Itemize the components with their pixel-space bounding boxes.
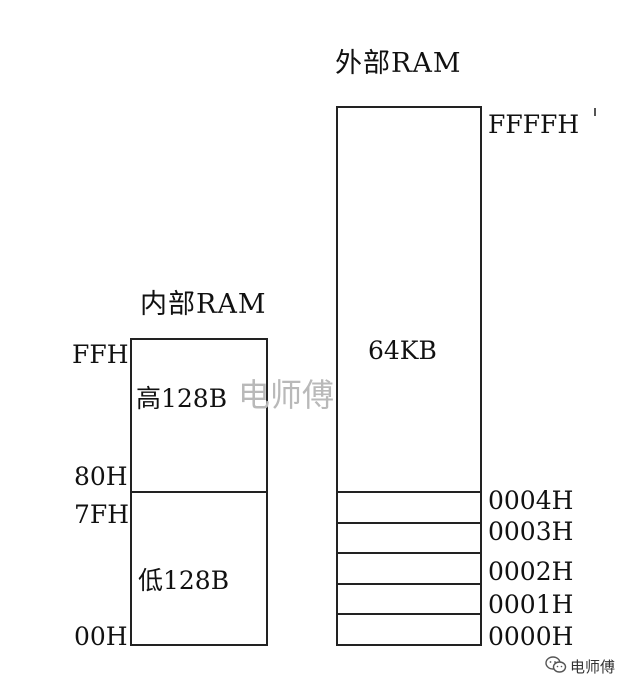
size-64kb-label: 64KB (368, 336, 437, 365)
addr-0003h: 0003H (488, 517, 574, 546)
watermark-text: 电师傅 (238, 376, 335, 414)
low-128b-label: 低128B (138, 566, 230, 595)
footer-brand: 电师傅 (570, 658, 616, 676)
cell-divider (336, 491, 482, 493)
external-ram-block (336, 106, 482, 646)
addr-0002h: 0002H (488, 557, 574, 586)
external-ram-title: 外部RAM (335, 48, 462, 79)
addr-7fh: 7FH (74, 500, 130, 529)
cell-divider (336, 583, 482, 585)
high-128b-label: 高128B (136, 384, 228, 413)
internal-ram-title: 内部RAM (140, 289, 267, 320)
addr-0000h: 0000H (488, 622, 574, 651)
wechat-icon (545, 656, 567, 674)
tick-mark (594, 108, 596, 116)
addr-0001h: 0001H (488, 590, 574, 619)
addr-ffh: FFH (72, 340, 129, 369)
cell-divider (336, 613, 482, 615)
internal-ram-divider (130, 491, 268, 493)
addr-00h: 00H (74, 622, 128, 651)
cell-divider (336, 522, 482, 524)
addr-ffffh: FFFFH (488, 110, 580, 139)
addr-80h: 80H (74, 462, 128, 491)
addr-0004h: 0004H (488, 486, 574, 515)
cell-divider (336, 552, 482, 554)
